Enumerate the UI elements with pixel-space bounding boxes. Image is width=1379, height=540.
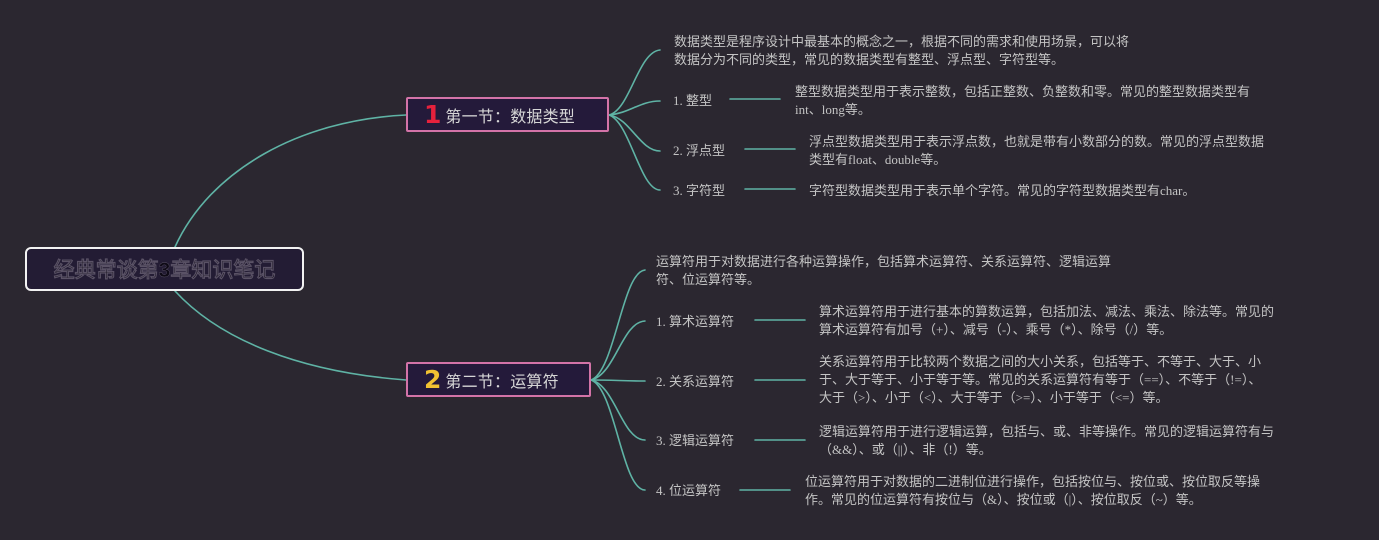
link-s2-item1 <box>590 320 646 381</box>
section-1-node[interactable]: 1 第一节：数据类型 <box>406 97 609 132</box>
section-2-item-2-desc[interactable]: 关系运算符用于比较两个数据之间的大小关系，包括等于、不等于、大于、小 于、大于等… <box>819 353 1261 407</box>
link-s1-item3 <box>608 114 661 191</box>
desc-line: 于、大于等于、小于等于等。常见的关系运算符有等于（==）、不等于（!=）、 <box>819 372 1262 387</box>
desc-line: int、long等。 <box>795 102 871 117</box>
section-1-intro-line: 数据类型是程序设计中最基本的概念之一，根据不同的需求和使用场景，可以将 <box>674 34 1130 49</box>
section-2-intro-line: 符、位运算符等。 <box>656 272 761 287</box>
link-s2-item2 <box>590 379 646 382</box>
desc-line: 字符型数据类型用于表示单个字符。常见的字符型数据类型有char。 <box>809 183 1196 198</box>
section-2-title: 第二节：运算符 <box>445 371 559 391</box>
section-2-item-3-desc[interactable]: 逻辑运算符用于进行逻辑运算，包括与、或、非等操作。常见的逻辑运算符有与 （&&）… <box>819 423 1274 459</box>
link-s2-intro <box>590 269 646 381</box>
desc-line: 算术运算符用于进行基本的算数运算，包括加法、减法、乘法、除法等。常见的 <box>819 304 1275 319</box>
root-title: 经典常谈第3章知识笔记 <box>53 259 276 282</box>
desc-line: （&&）、或（||）、非（!）等。 <box>819 442 992 457</box>
desc-line: 类型有float、double等。 <box>809 152 947 167</box>
link-s2-item3 <box>590 379 646 441</box>
desc-line: 整型数据类型用于表示整数，包括正整数、负整数和零。常见的整型数据类型有 <box>795 84 1251 99</box>
section-1-item-2-desc[interactable]: 浮点型数据类型用于表示浮点数，也就是带有小数部分的数。常见的浮点型数据 类型有f… <box>809 133 1264 169</box>
desc-line: 大于（>）、小于（<）、大于等于（>=）、小于等于（<=）等。 <box>819 390 1169 405</box>
desc-line: 位运算符用于对数据的二进制位进行操作，包括按位与、按位或、按位取反等操 <box>805 474 1261 489</box>
section-1-intro[interactable]: 数据类型是程序设计中最基本的概念之一，根据不同的需求和使用场景，可以将 数据分为… <box>674 33 1129 69</box>
root-node[interactable]: 经典常谈第3章知识笔记 <box>25 247 304 291</box>
desc-line: 算术运算符有加号（+）、减号（-）、乘号（*）、除号（/）等。 <box>819 322 1173 337</box>
link-s1-intro <box>608 49 661 116</box>
section-1-item-1-desc[interactable]: 整型数据类型用于表示整数，包括正整数、负整数和零。常见的整型数据类型有 int、… <box>795 83 1250 119</box>
desc-line: 逻辑运算符用于进行逻辑运算，包括与、或、非等操作。常见的逻辑运算符有与 <box>819 424 1275 439</box>
section-2-intro[interactable]: 运算符用于对数据进行各种运算操作，包括算术运算符、关系运算符、逻辑运算 符、位运… <box>656 253 1111 289</box>
section-2-item-3-label[interactable]: 3. 逻辑运算符 <box>656 433 735 448</box>
link-s1-item1 <box>608 100 661 116</box>
section-1-item-1-label[interactable]: 1. 整型 <box>673 93 713 108</box>
desc-line: 关系运算符用于比较两个数据之间的大小关系，包括等于、不等于、大于、小 <box>819 354 1262 369</box>
section-2-intro-line: 运算符用于对数据进行各种运算操作，包括算术运算符、关系运算符、逻辑运算 <box>656 254 1112 269</box>
desc-line: 作。常见的位运算符有按位与（&）、按位或（|）、按位取反（~）等。 <box>805 492 1202 507</box>
link-root-section-1 <box>174 114 407 248</box>
section-1-title: 第一节：数据类型 <box>445 106 576 126</box>
section-2-item-1-desc[interactable]: 算术运算符用于进行基本的算数运算，包括加法、减法、乘法、除法等。常见的 算术运算… <box>819 303 1274 339</box>
section-1-item-3-label[interactable]: 3. 字符型 <box>673 183 726 198</box>
link-s1-item2 <box>608 114 661 152</box>
section-2-item-1-label[interactable]: 1. 算术运算符 <box>656 314 735 329</box>
section-1-number-icon: 1 <box>424 100 442 129</box>
section-2-item-2-label[interactable]: 2. 关系运算符 <box>656 374 735 389</box>
section-2-item-4-desc[interactable]: 位运算符用于对数据的二进制位进行操作，包括按位与、按位或、按位取反等操 作。常见… <box>805 473 1260 509</box>
section-2-node[interactable]: 2 第二节：运算符 <box>406 362 591 397</box>
section-1-item-3-desc[interactable]: 字符型数据类型用于表示单个字符。常见的字符型数据类型有char。 <box>809 182 1195 200</box>
link-s2-item4 <box>590 379 646 491</box>
link-root-section-2 <box>174 290 407 381</box>
section-2-item-4-label[interactable]: 4. 位运算符 <box>656 483 722 498</box>
section-1-item-2-label[interactable]: 2. 浮点型 <box>673 143 726 158</box>
desc-line: 浮点型数据类型用于表示浮点数，也就是带有小数部分的数。常见的浮点型数据 <box>809 134 1265 149</box>
section-1-intro-line: 数据分为不同的类型，常见的数据类型有整型、浮点型、字符型等。 <box>674 52 1065 67</box>
section-2-number-icon: 2 <box>424 365 442 394</box>
